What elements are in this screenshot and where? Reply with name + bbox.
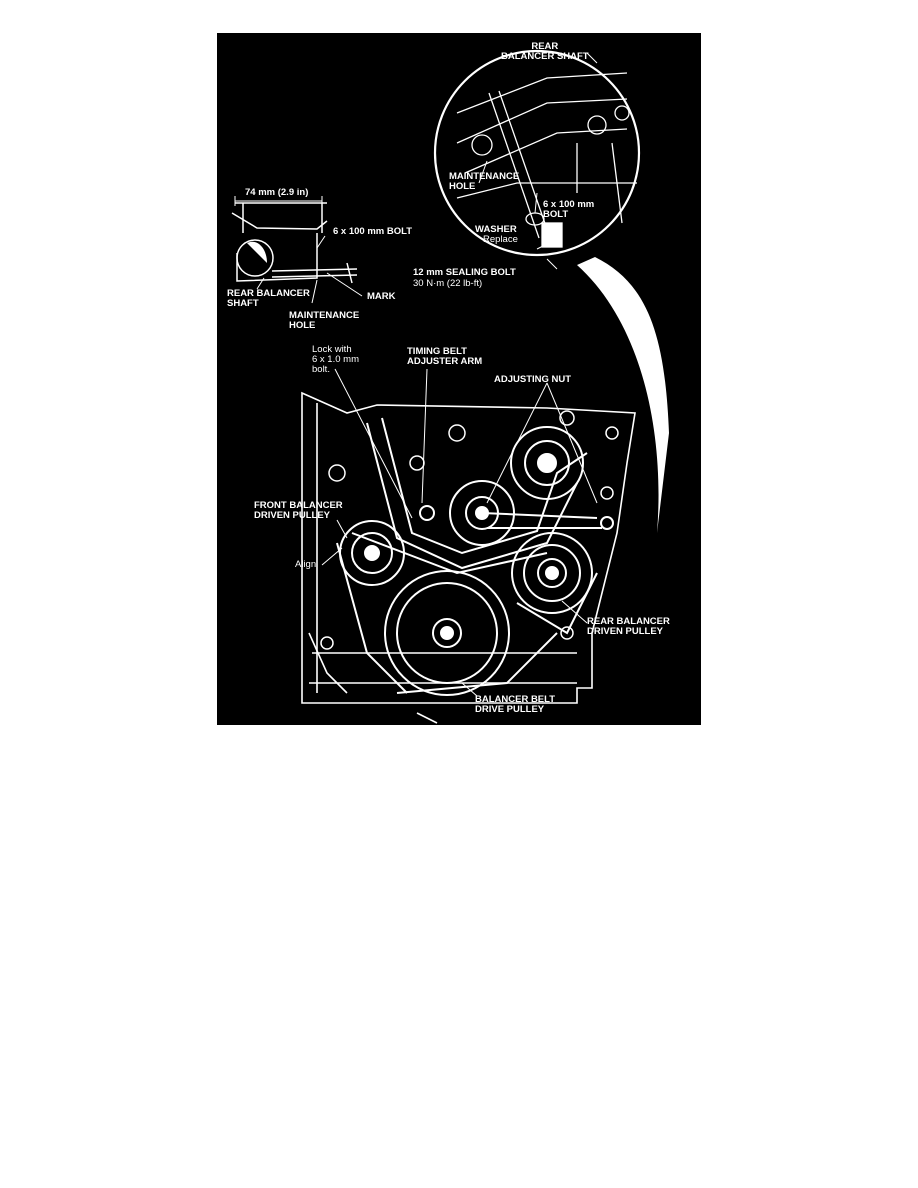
label-adjusting-nut: ADJUSTING NUT bbox=[494, 374, 572, 385]
label-front-balancer-driven-pulley: FRONT BALANCER DRIVEN PULLEY bbox=[254, 500, 343, 521]
label-rear-balancer-shaft-top: REAR BALANCER SHAFT bbox=[501, 41, 589, 62]
shaft-section-detail bbox=[231, 202, 358, 284]
label-torque: 30 N·m (22 lb-ft) bbox=[413, 278, 483, 289]
label-mark: MARK bbox=[367, 291, 396, 302]
label-74mm-dimension: 74 mm (2.9 in) bbox=[245, 187, 309, 198]
label-washer: WASHER bbox=[475, 224, 517, 235]
upper-sprocket bbox=[510, 426, 584, 500]
crank-pulley bbox=[384, 570, 510, 696]
label-12mm-sealing-bolt: 12 mm SEALING BOLT bbox=[413, 267, 516, 278]
inset-shaft-detail bbox=[456, 72, 637, 248]
bolt-holes bbox=[320, 410, 619, 650]
label-6x100-bolt-left: 6 x 100 mm BOLT bbox=[333, 226, 413, 237]
label-replace: Replace bbox=[483, 234, 518, 245]
timing-belt bbox=[366, 417, 588, 570]
label-rear-balancer-driven-pulley: REAR BALANCER DRIVEN PULLEY bbox=[587, 616, 670, 637]
label-maintenance-hole-top: MAINTENANCE HOLE bbox=[449, 171, 520, 192]
label-rear-balancer-shaft-left: REAR BALANCER SHAFT bbox=[227, 288, 310, 309]
label-align: Align bbox=[295, 559, 317, 570]
engine-balancer-belt-diagram: REAR BALANCER SHAFT MAINTENANCE HOLE 6 x… bbox=[217, 33, 701, 725]
front-balancer-pulley bbox=[339, 520, 405, 586]
label-6x100-bolt-top: 6 x 100 mm BOLT bbox=[543, 199, 595, 220]
inset-magnifier-circle bbox=[433, 49, 641, 257]
diagram-artwork bbox=[231, 49, 669, 724]
leader-lines bbox=[234, 52, 598, 697]
label-maintenance-hole-left: MAINTENANCE HOLE bbox=[289, 310, 360, 331]
label-balancer-belt-drive-pulley: BALANCER BELT DRIVE PULLEY bbox=[475, 694, 556, 715]
adjuster-arm bbox=[419, 505, 614, 530]
label-timing-belt-adjuster-arm: TIMING BELT ADJUSTER ARM bbox=[407, 346, 483, 367]
label-lock-with-bolt: Lock with 6 x 1.0 mm bolt. bbox=[312, 344, 359, 375]
inset-connector bbox=[577, 257, 669, 533]
rear-balancer-pulley bbox=[511, 532, 593, 614]
